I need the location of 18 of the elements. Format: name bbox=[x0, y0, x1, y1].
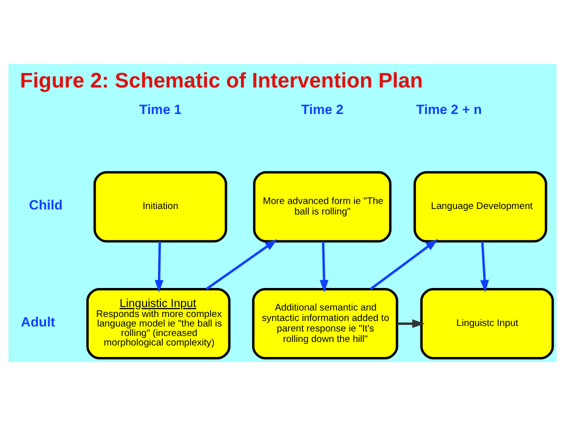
label: Time 1 bbox=[139, 102, 182, 118]
node-box: Additional semantic and syntactic information added to parent response ie "It's rolling down the hill" bbox=[252, 288, 398, 360]
node-box: Linguistic Input Responds with more complex language model ie "the ball is rolling" (increased morphological complexity) bbox=[86, 288, 231, 360]
node-box: Initiation bbox=[94, 171, 228, 242]
label: Time 2 + n bbox=[416, 102, 482, 118]
label: Adult bbox=[20, 314, 56, 330]
arrow bbox=[154, 241, 164, 293]
arrow bbox=[206, 239, 278, 290]
diagram-title: Figure 2: Schematic of Intervention Plan bbox=[20, 70, 423, 93]
arrow bbox=[370, 239, 438, 290]
arrow bbox=[480, 241, 489, 293]
label: Time 2 bbox=[301, 102, 344, 118]
label: Child bbox=[29, 197, 63, 212]
arrow bbox=[320, 241, 328, 293]
arrow bbox=[397, 319, 425, 328]
node-box: Linguistc Input bbox=[420, 288, 554, 360]
node-box: Language Development bbox=[414, 171, 548, 242]
node-box: More advanced form ie "The ball is rolling" bbox=[253, 171, 392, 242]
